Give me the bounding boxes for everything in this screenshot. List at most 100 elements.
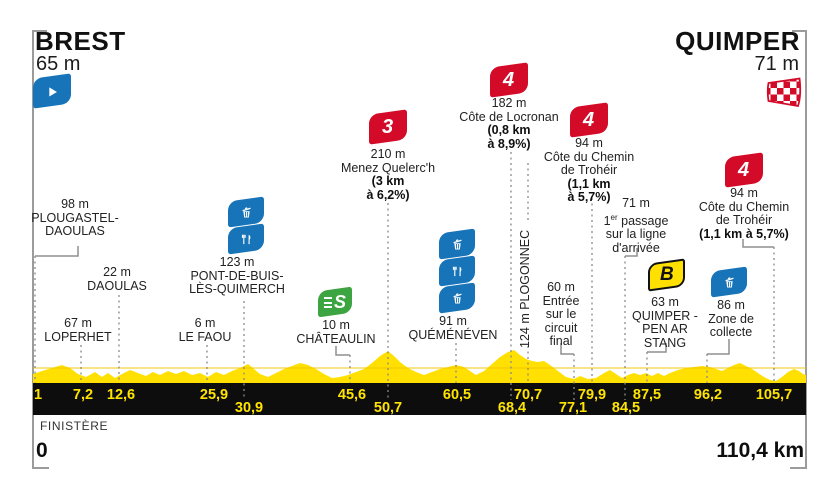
waypoint-name: DAOULAS <box>87 278 147 293</box>
note-text: Entrée <box>542 293 580 308</box>
elevation-label: 67 m <box>64 316 92 330</box>
finish-flag-icon <box>766 77 802 108</box>
note-text: final <box>549 334 573 349</box>
waypoint-plougastel-daoulas: 98 m PLOUGASTEL- DAOULAS <box>20 197 130 239</box>
waypoint-name: STANG <box>643 335 687 350</box>
climb-name: Côte du Chemin <box>698 199 790 214</box>
finish-city: QUIMPER <box>675 26 800 56</box>
climb-trohier-first: 94 m Côte du Chemin de Trohéir (1,1 km à… <box>529 136 649 205</box>
km-label: 45,6 <box>337 387 367 403</box>
climb-category-number: 3 <box>382 115 394 138</box>
waypoint-name: PEN AR <box>642 322 688 337</box>
waste-bin-badge <box>711 266 747 298</box>
note-text: sur le <box>545 307 577 322</box>
climb-menez-quelerch: 210 m Menez Quelerc'h (3 km à 6,2%) <box>323 147 453 202</box>
climb-cote-de-locronan: 182 m Côte de Locronan (0,8 km à 8,9%) <box>439 96 579 151</box>
climb-gradient: à 5,7%) <box>567 190 611 205</box>
elevation-label: 91 m <box>439 314 467 328</box>
start-flag-badge <box>33 73 71 109</box>
left-bracket <box>32 30 49 469</box>
elevation-label: 98 m <box>61 197 89 211</box>
waste-bin-icon <box>241 206 251 218</box>
elevation-area <box>33 350 806 383</box>
elevation-label: 210 m <box>370 147 406 161</box>
category-4-climb-badge: 4 <box>570 102 608 138</box>
km-label: 7,2 <box>72 387 94 403</box>
elevation-label: 10 m <box>322 318 350 332</box>
km-start-label: 0 <box>36 439 48 462</box>
climb-category-number: 4 <box>583 108 595 131</box>
waypoint-daoulas: 22 m DAOULAS <box>72 265 162 293</box>
waypoint-name: DAOULAS <box>45 224 105 239</box>
waste-bin-badge <box>228 196 264 228</box>
note-text: circuit <box>544 320 578 335</box>
waypoint-name: collecte <box>709 325 753 340</box>
elevation-label: 123 m <box>219 255 255 269</box>
waypoint-name: LÈS-QUIMERCH <box>189 282 285 297</box>
elevation-label: 71 m <box>622 196 650 210</box>
right-bracket <box>790 30 807 469</box>
km-label: 50,7 <box>373 400 403 416</box>
km-label: 87,5 <box>632 387 662 403</box>
waypoint-chateaulin: 10 m CHÂTEAULIN <box>281 318 391 346</box>
waypoint-name: QUIMPER - <box>632 308 698 323</box>
waste-bin-icon <box>724 276 734 288</box>
climb-gradient: à 6,2%) <box>366 187 410 202</box>
climb-gradient: à 8,9%) <box>487 136 531 151</box>
climb-name: Menez Quelerc'h <box>340 160 436 175</box>
waypoint-le-faou: 6 m LE FAOU <box>165 316 245 344</box>
elevation-label: 60 m <box>547 280 575 294</box>
elbow-connectors <box>35 239 774 356</box>
km-label: 25,9 <box>199 387 229 403</box>
elevation-label: 182 m <box>491 96 527 110</box>
category-4-climb-badge: 4 <box>725 152 763 188</box>
km-label: 60,5 <box>442 387 472 403</box>
waypoint-name: PONT-DE-BUIS- <box>190 268 284 283</box>
waste-bin-badge <box>439 282 475 314</box>
km-label: 105,7 <box>755 387 793 403</box>
elevation-label: 94 m <box>575 136 603 150</box>
note-text: d'arrivée <box>612 240 660 255</box>
category-3-climb-badge: 3 <box>369 109 407 145</box>
km-marker-lines <box>34 152 775 400</box>
finish-elevation: 71 m <box>754 53 799 75</box>
elevation-label: 94 m <box>730 186 758 200</box>
elevation-label: 86 m <box>717 298 745 312</box>
km-label: 84,5 <box>611 400 641 416</box>
waste-bin-badge <box>439 228 475 260</box>
start-city: BREST <box>35 26 126 56</box>
climb-name: Côte de Locronan <box>459 109 559 124</box>
km-label: 12,6 <box>106 387 136 403</box>
km-label: 30,9 <box>234 400 264 416</box>
waypoint-name: QUÉMÉNÉVEN <box>408 327 498 342</box>
bonus-letter: B <box>659 264 674 286</box>
climb-trohier-second: 94 m Côte du Chemin de Trohéir (1,1 km à… <box>669 186 819 241</box>
note-text: sur la ligne <box>605 227 667 242</box>
km-label: 1 <box>33 387 43 403</box>
climb-category-number: 4 <box>738 158 750 181</box>
category-4-climb-badge: 4 <box>490 62 528 98</box>
climb-name: Côte du Chemin <box>543 149 635 164</box>
start-flag-icon <box>48 86 57 97</box>
km-label: 77,1 <box>558 400 588 416</box>
waypoint-quimper-pen-ar-stang: 63 m QUIMPER - PEN AR STANG <box>615 295 715 350</box>
region-label: FINISTÈRE <box>40 419 109 433</box>
waypoint-name: CHÂTEAULIN <box>296 331 376 346</box>
restaurant-icon <box>241 234 250 244</box>
waypoint-pont-de-buis: 123 m PONT-DE-BUIS- LÈS-QUIMERCH <box>172 255 302 297</box>
waste-bin-icon <box>452 292 462 304</box>
total-distance: 110,4 km <box>716 439 804 462</box>
climb-gradient: (3 km <box>371 174 405 189</box>
waypoint-name: Zone de <box>708 311 754 326</box>
km-label: 96,2 <box>693 387 723 403</box>
speed-lines-icon <box>323 296 332 308</box>
km-label: 79,9 <box>577 387 607 403</box>
climb-category-number: 4 <box>503 68 515 91</box>
waypoint-quemeneven: 91 m QUÉMÉNÉVEN <box>388 314 518 342</box>
climb-gradient: (0,8 km <box>487 123 531 138</box>
climb-name: de Trohéir <box>560 163 618 178</box>
waypoint-loperhet: 67 m LOPERHET <box>33 316 123 344</box>
restaurant-badge <box>228 223 264 255</box>
